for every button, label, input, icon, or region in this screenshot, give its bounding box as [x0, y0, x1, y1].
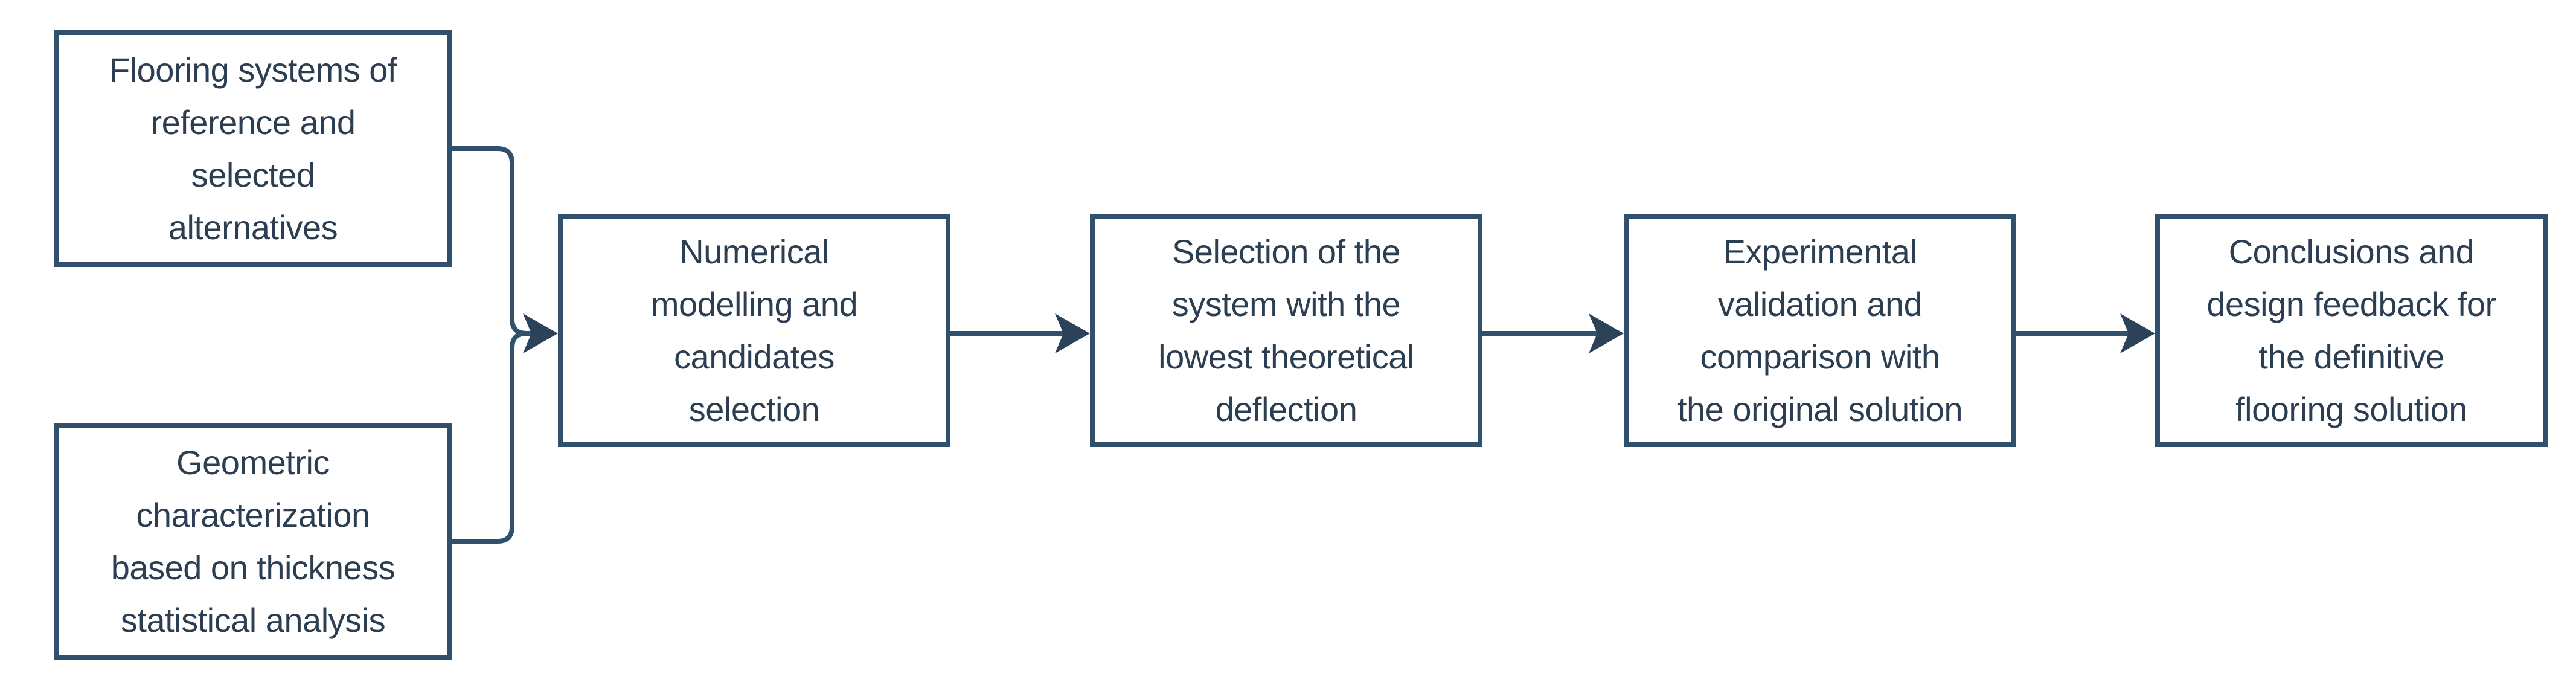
node-selection-lowest-deflection: Selection of the system with the lowest …	[1090, 214, 1482, 447]
node-conclusions-feedback: Conclusions and design feedback for the …	[2155, 214, 2548, 447]
node-geometric-characterization: Geometric characterization based on thic…	[54, 423, 452, 660]
arrowhead-into-selection-icon	[1055, 313, 1090, 353]
node-experimental-validation-label: Experimental validation and comparison w…	[1677, 233, 1963, 428]
edge-geometric-to-numerical	[452, 331, 535, 544]
arrowhead-into-conclusions-icon	[2120, 313, 2155, 353]
node-geometric-characterization-label: Geometric characterization based on thic…	[111, 443, 396, 639]
arrowhead-into-experimental-icon	[1589, 313, 1624, 353]
arrowhead-into-numerical-modelling-icon	[523, 313, 558, 353]
node-numerical-modelling-label: Numerical modelling and candidates selec…	[650, 233, 858, 428]
node-experimental-validation: Experimental validation and comparison w…	[1624, 214, 2016, 447]
edge-flooring-to-numerical	[452, 146, 535, 336]
node-selection-lowest-deflection-label: Selection of the system with the lowest …	[1158, 233, 1414, 428]
node-flooring-systems: Flooring systems of reference and select…	[54, 30, 452, 267]
node-conclusions-feedback-label: Conclusions and design feedback for the …	[2206, 233, 2496, 428]
node-flooring-systems-label: Flooring systems of reference and select…	[109, 51, 397, 246]
node-numerical-modelling: Numerical modelling and candidates selec…	[558, 214, 950, 447]
